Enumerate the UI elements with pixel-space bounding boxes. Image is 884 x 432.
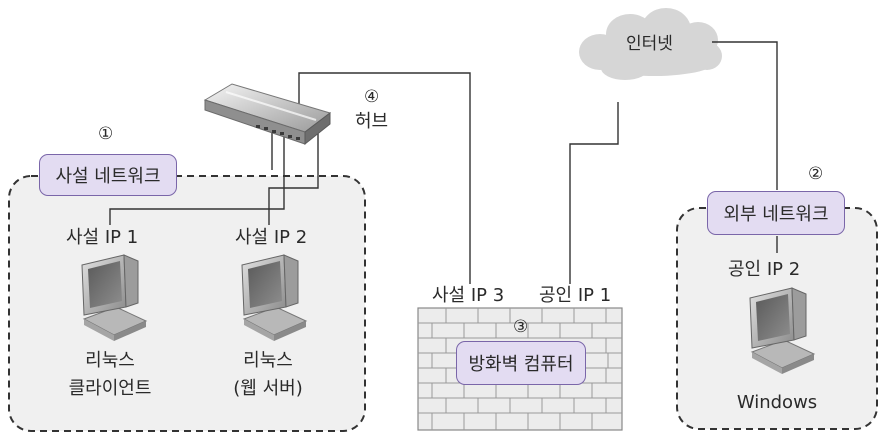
marker-four: ④ [364, 87, 380, 107]
computer-icon [749, 287, 816, 374]
private-ip-3-label: 사설 IP 3 [432, 285, 505, 306]
external-network-badge: 외부 네트워크 [707, 191, 845, 235]
linux-webserver-label-line2: (웹 서버) [233, 378, 303, 399]
linux-client-label-line1: 리눅스 [85, 350, 135, 371]
private-ip-1-label: 사설 IP 1 [66, 227, 139, 248]
private-ip-2-label: 사설 IP 2 [235, 227, 308, 248]
linux-client-label-line2: 클라이언트 [68, 378, 152, 399]
hub-device-icon [203, 83, 332, 146]
hub-to-firewall-line [298, 72, 471, 284]
windows-label: Windows [736, 392, 818, 413]
internet-to-external-line [712, 41, 778, 190]
marker-one: ① [98, 124, 114, 144]
public-ip-1-label: 공인 IP 1 [539, 285, 612, 306]
internet-to-firewall-line [569, 102, 619, 284]
hub-to-private-ip2-line [268, 128, 319, 225]
public-ip-2-label: 공인 IP 2 [728, 259, 801, 280]
hub-to-private-ip1-line [109, 128, 285, 225]
connection-lines [109, 41, 778, 284]
private-network-badge: 사설 네트워크 [39, 154, 177, 196]
private-network-zone [8, 175, 366, 432]
computer-icon [241, 254, 308, 341]
linux-webserver-label-line1: 리눅스 [243, 350, 293, 371]
internet-label: 인터넷 [626, 34, 673, 54]
cloud-icon [579, 8, 722, 80]
marker-three: ③ [513, 317, 529, 337]
hub-label: 허브 [355, 111, 389, 132]
marker-two: ② [808, 164, 824, 184]
firewall-computer-badge: 방화벽 컴퓨터 [456, 341, 586, 385]
computer-icon [81, 254, 148, 341]
